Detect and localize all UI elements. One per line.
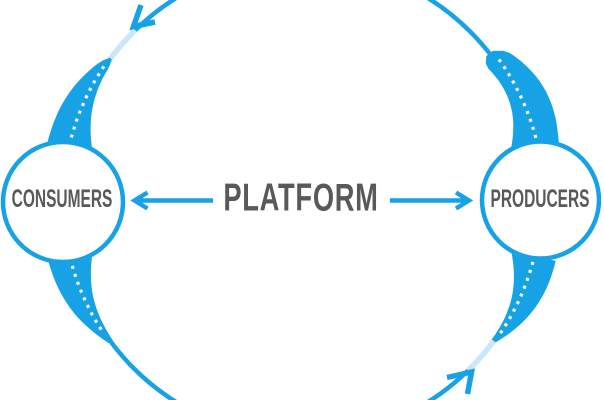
- right-arrow-icon: [390, 190, 474, 211]
- left-arrow-icon: [130, 190, 213, 211]
- consumers-label-text: CONSUMERS: [11, 184, 113, 213]
- consumers-circle: [0, 139, 126, 265]
- pale-segment-bottom-right: [465, 339, 496, 373]
- producers-label-text: PRODUCERS: [490, 184, 590, 213]
- dotted-line-top-left: [69, 65, 106, 141]
- brush-stroke-bottom-left: [48, 250, 113, 344]
- producers-circle: [479, 139, 602, 261]
- pale-segment-top-left: [107, 28, 138, 62]
- brush-stroke-top-left: [47, 57, 112, 152]
- platform-title-text: PLATFORM: [223, 176, 379, 220]
- brush-stroke-bottom-right: [491, 250, 556, 343]
- dotted-line-top-right: [497, 58, 538, 140]
- arrowhead-down-left-icon: [129, 4, 156, 31]
- producers-label: PRODUCERS: [460, 184, 604, 213]
- platform-title: PLATFORM: [190, 178, 412, 217]
- consumers-label: CONSUMERS: [0, 184, 143, 213]
- arrowhead-up-right-icon: [446, 368, 475, 395]
- brush-stroke-top-right: [485, 50, 559, 154]
